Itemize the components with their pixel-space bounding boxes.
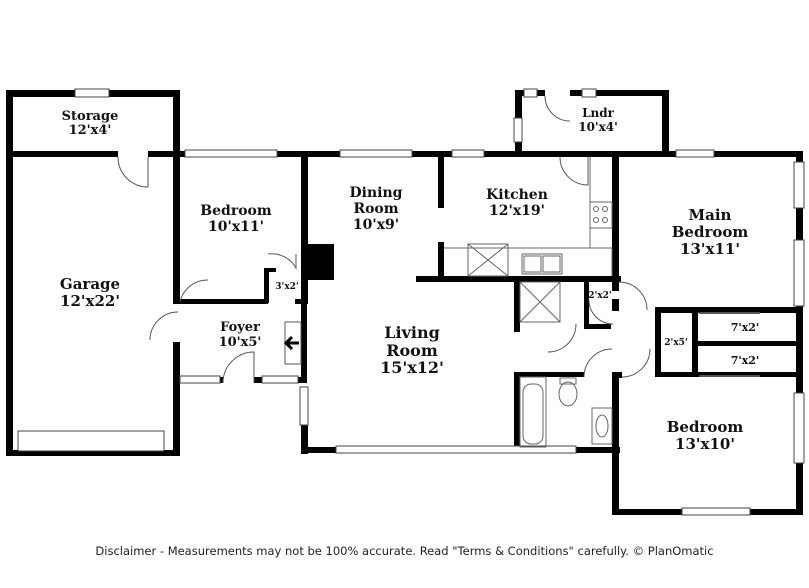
dining-dims: 10'x9'	[353, 217, 399, 233]
dining-name-1: Dining	[350, 185, 403, 201]
closet-3x2-dims: 3'x2'	[275, 282, 298, 292]
storage-dims: 12'x4'	[69, 123, 112, 138]
main-bedroom-dims: 13'x11'	[680, 240, 740, 258]
laundry-name: Lndr	[582, 106, 615, 120]
garage-dims: 12'x22'	[60, 292, 120, 310]
walls	[6, 90, 803, 515]
kitchen-dims: 12'x19'	[489, 203, 545, 219]
bedroom-left-dims: 10'x11'	[208, 219, 264, 235]
floor-plan: Storage 12'x4' Garage 12'x22' Bedroom 10…	[6, 88, 805, 516]
dining-name-2: Room	[353, 201, 398, 217]
storage-name: Storage	[62, 109, 119, 124]
kitchen-fixtures	[444, 157, 613, 277]
bedroom-left-name: Bedroom	[200, 203, 272, 219]
bedroom-right-name: Bedroom	[667, 418, 744, 436]
foyer-closet	[283, 321, 302, 365]
bath-fixtures	[519, 281, 613, 448]
foyer-dims: 10'x5'	[219, 335, 262, 350]
disclaimer: Disclaimer - Measurements may not be 100…	[95, 544, 714, 558]
closet-7x2-a-dims: 7'x2'	[731, 321, 760, 334]
living-name-1: Living	[384, 323, 440, 342]
closet-2x5-dims: 2'x5'	[664, 338, 687, 348]
living-dims: 15'x12'	[380, 358, 444, 377]
closet-7x2-b-dims: 7'x2'	[731, 354, 760, 367]
closet-2x2-dims: 2'x2'	[588, 291, 611, 301]
kitchen-name: Kitchen	[486, 187, 548, 203]
main-bedroom-name-1: Main	[689, 206, 732, 224]
living-name-2: Room	[386, 341, 438, 360]
bedroom-right-dims: 13'x10'	[675, 435, 735, 453]
doors	[117, 95, 760, 384]
room-labels: Storage 12'x4' Garage 12'x22' Bedroom 10…	[60, 106, 759, 453]
foyer-name: Foyer	[220, 320, 260, 335]
windows	[17, 88, 805, 516]
laundry-dims: 10'x4'	[578, 120, 618, 134]
main-bedroom-name-2: Bedroom	[672, 223, 749, 241]
garage-name: Garage	[60, 275, 120, 293]
